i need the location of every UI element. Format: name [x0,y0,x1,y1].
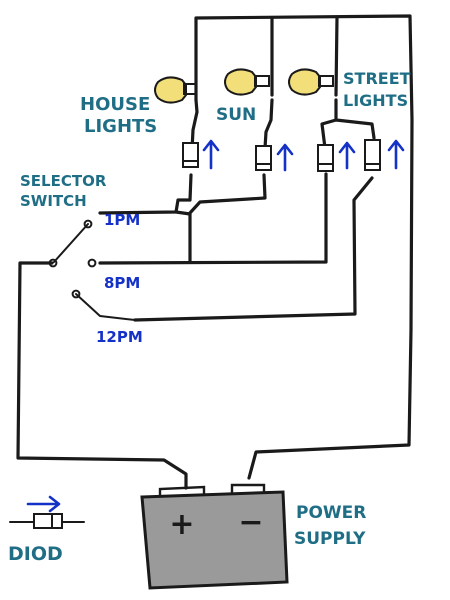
street-diode-right [364,139,381,171]
battery-body [140,490,289,590]
street-lights-label: STREET [343,69,411,88]
street-arrow-right-icon [387,139,405,170]
street-diode-left [317,144,334,172]
house-lights-label-2: LIGHTS [84,116,157,137]
switch-contacts [48,219,97,299]
switch-contact-3-wire [75,293,136,321]
wires [16,14,414,490]
time-label-8pm: 8PM [104,274,140,292]
top-bus-wire [194,14,414,480]
street-top-wire [334,15,339,97]
power-supply: + − [140,483,289,590]
house-arrow-icon [202,139,220,170]
time-label-12pm: 12PM [96,328,143,346]
street-lamp-wire [320,98,376,150]
switch-contact-8pm [87,258,97,268]
diode-legend-label: DIOD [8,543,63,565]
sun-lamp-wire [187,98,274,216]
switch-wire [16,261,188,490]
sun-arrow-icon [276,143,294,172]
switch-contact-12pm [71,289,81,299]
sun-diode [255,145,272,171]
street-lights-label-2: LIGHTS [343,91,408,110]
street-left-wire [98,172,328,265]
street-right-wire [133,176,374,322]
street-lamp [288,68,334,96]
house-lamp-wire [98,98,199,215]
house-lamp [154,76,197,104]
house-lights-label: HOUSE [80,94,150,115]
power-supply-label: POWER [296,503,366,523]
selector-switch-label: SELECTOR [20,172,107,190]
switch-lever [53,223,89,263]
power-supply-label-2: SUPPLY [294,529,366,549]
legend-arrow-icon [26,495,61,513]
house-bridge-wire [174,210,192,264]
sun-lamp [224,68,270,96]
switch-pivot [48,258,58,268]
switch-contact-1pm [83,219,93,229]
sun-label: SUN [216,105,256,125]
plus-sign: + [169,507,194,542]
minus-sign: − [238,505,263,540]
selector-switch-label-2: SWITCH [20,192,87,210]
time-label-1pm: 1PM [104,211,140,229]
street-arrow-left-icon [338,141,356,170]
house-diode [182,142,199,168]
diode-legend [9,495,85,529]
